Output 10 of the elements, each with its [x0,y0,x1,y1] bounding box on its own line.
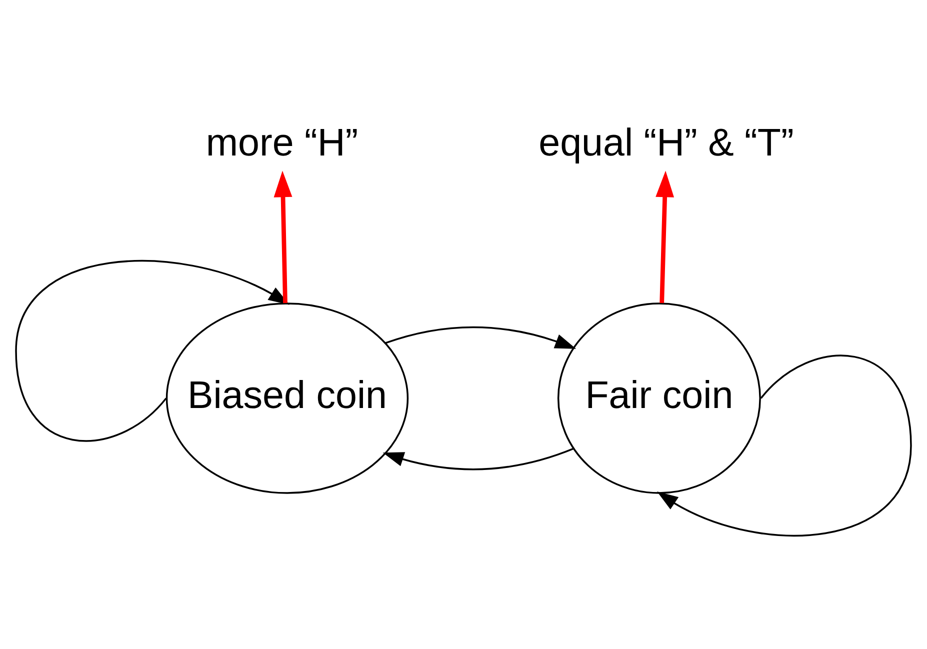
arrow [656,170,674,303]
arrow [274,170,292,303]
node-text: equal “H” & “T” [538,120,794,164]
arrow [382,447,574,470]
arrow [385,326,576,348]
node-circle: Fair coin [557,302,761,494]
arrow [15,260,290,442]
node-text: more “H” [206,120,358,164]
arrow [657,354,912,536]
node-ellipse: Biased coin [166,302,409,494]
